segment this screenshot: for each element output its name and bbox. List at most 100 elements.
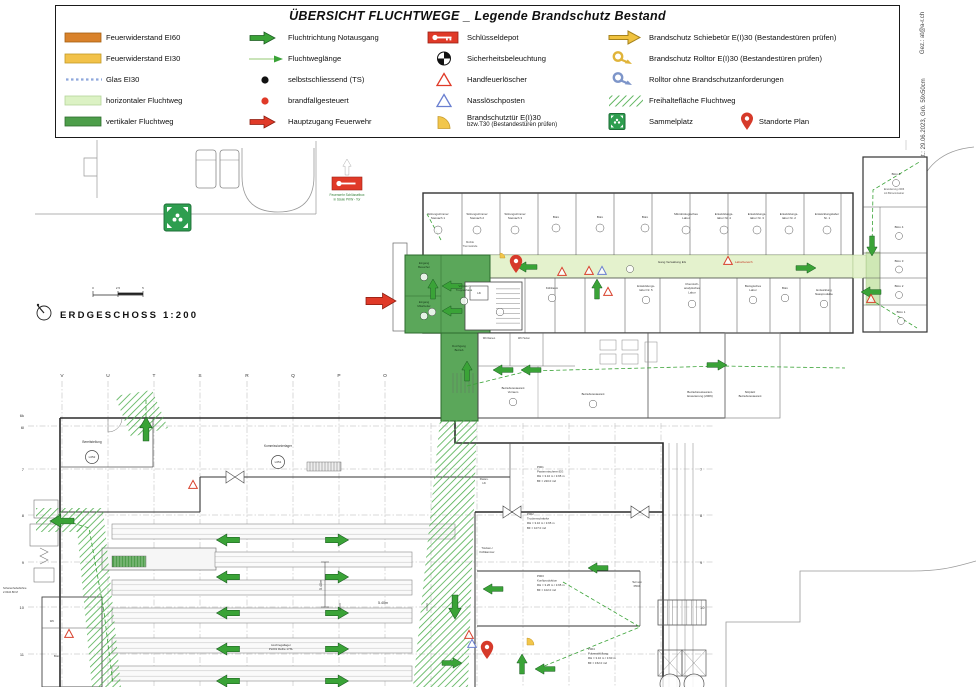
room-code-circle	[784, 225, 794, 235]
plan-label: Büro	[642, 215, 649, 219]
room-code-circle	[681, 225, 691, 235]
plan-rect	[477, 332, 726, 419]
plan-label: Vorplatz/	[459, 284, 470, 288]
assembly-point-icon	[163, 203, 192, 232]
plan-label: Betriebsrestaurant	[502, 386, 525, 390]
plan-label: V	[60, 373, 64, 379]
legend-item-label: Brandschutz Schiebetür E(I)30 (Bestandes…	[649, 32, 837, 42]
escape-arrow	[448, 594, 462, 620]
plan-label: Betriebsrestaurant-	[687, 390, 713, 394]
escape-route-length	[869, 298, 918, 329]
plan-line	[39, 547, 49, 565]
plan-rect	[33, 567, 55, 583]
plan-label: Biologisches	[745, 284, 762, 288]
floor-title: ERDGESCHOSS 1:200	[60, 310, 198, 321]
plan-label: Büro	[782, 286, 788, 290]
door-yellow-icon	[425, 113, 467, 130]
escape-arrow	[516, 261, 538, 273]
room-code-circle	[508, 397, 518, 407]
escape-arrow	[325, 533, 350, 547]
room-code-circle	[641, 295, 651, 305]
room-code-circle	[36, 303, 40, 307]
room-code-circle	[895, 265, 903, 274]
location-pin-icon	[484, 644, 490, 650]
legend-item-label: Fluchtrichtung Notausgang	[288, 32, 379, 42]
room-code-circle	[419, 311, 429, 321]
legend-column-4: Brandschutz Schiebetür E(I)30 (Bestandes…	[607, 27, 836, 132]
assembly-point-icon	[175, 213, 180, 218]
legend-item: Feuerwiderstand EI30	[64, 48, 182, 69]
room-code-circle	[551, 223, 561, 233]
plan-label: BF = 152.0 m2	[588, 661, 607, 665]
plan-rect	[852, 254, 867, 279]
plan-label: Scherenhebebühne	[3, 586, 27, 590]
plan-label: RH = 3.26 m / 3.65 m	[537, 583, 565, 587]
plan-label: BF = 107.0 m2	[527, 526, 546, 530]
plan-label: WC Herren	[518, 337, 531, 340]
plan-label: Labor	[682, 216, 690, 220]
plan-label: Trennwände	[463, 244, 478, 248]
room-code-circle	[640, 223, 650, 233]
plan-label: RH = 3.10 m / 3.65 m	[527, 521, 555, 525]
title-block-author: Gez.: at@a-r.ch	[920, 11, 926, 55]
plan-label: P001	[537, 465, 544, 469]
plan-line	[83, 157, 97, 177]
escape-arrow	[860, 286, 882, 298]
plan-label: Büro 2	[895, 284, 904, 288]
escape-arrow	[325, 570, 350, 584]
legend-item-label: vertikaler Fluchtweg	[106, 116, 174, 126]
plan-label: 2.00x0.80 M	[3, 590, 19, 594]
room-code-circle	[822, 225, 832, 235]
rack-row	[111, 637, 413, 654]
escape-arrow	[427, 278, 439, 300]
legend-item-label: Glas EI30	[106, 74, 140, 84]
escape-arrow	[441, 305, 463, 317]
plan-label: Entwicklungs-	[780, 212, 799, 216]
escape-route-length	[536, 581, 641, 670]
bar-icon	[64, 51, 106, 66]
legend-item: Fluchtweglänge	[246, 48, 379, 69]
plan-label: Büro	[553, 215, 560, 219]
plan-label: Vorraum	[508, 390, 519, 394]
plan-label: O	[383, 373, 387, 379]
legend-item: Handfeuerlöscher	[425, 69, 557, 90]
room-code-circle	[427, 307, 437, 317]
legend-item-label: Fluchtweglänge	[288, 53, 342, 63]
escape-arrow	[516, 653, 528, 675]
plan-label: Trocken-/	[481, 546, 493, 550]
plan-rect	[599, 339, 617, 351]
legend-item: horizontaler Fluchtweg	[64, 90, 182, 111]
plan-label: U	[106, 373, 110, 379]
legend-item-label: Rolltor ohne Brandschutzanforderungen	[649, 74, 784, 84]
plan-label: S	[198, 373, 201, 379]
plan-label: Durchgang	[452, 344, 466, 348]
plan-label: Besucher	[418, 265, 430, 269]
plan-label: 0	[92, 286, 94, 290]
legend-item-label: Hauptzugang Feuerwehr	[288, 116, 372, 126]
legend-item-label: Brandschutz Rolltor E(I)30 (Bestandestür…	[649, 53, 823, 63]
plan-label: 5	[142, 286, 144, 290]
truck	[195, 149, 217, 189]
arrow-icon	[246, 114, 288, 130]
plan-label: Pasten-	[480, 478, 489, 481]
legend-title: ÜBERSICHT FLUCHTWEGE _ Legende Brandschu…	[289, 9, 666, 23]
plan-label: Entwicklungs-	[748, 212, 767, 216]
plan-label: Sitzungszimmer	[427, 212, 448, 216]
escape-route-length	[65, 520, 114, 685]
double-door	[225, 470, 245, 484]
vertical-escape-area	[440, 332, 479, 422]
triangle-icon	[425, 71, 467, 88]
plan-line	[37, 305, 45, 314]
plan-label: Teil von	[632, 580, 642, 584]
plan-label: Entwicklungslabor	[815, 212, 839, 216]
assembly-point-icon	[178, 217, 183, 222]
extinguisher-marker	[583, 265, 595, 275]
roll-icon	[607, 70, 649, 89]
extinguisher-marker	[602, 286, 614, 296]
plan-label: Labor	[688, 290, 695, 294]
room-code-circle	[510, 225, 520, 235]
legend-item-label: Feuerwiderstand EI30	[106, 53, 181, 63]
plan-label: Erweiterung (2006)	[687, 394, 713, 398]
room-code-circle	[626, 265, 634, 273]
